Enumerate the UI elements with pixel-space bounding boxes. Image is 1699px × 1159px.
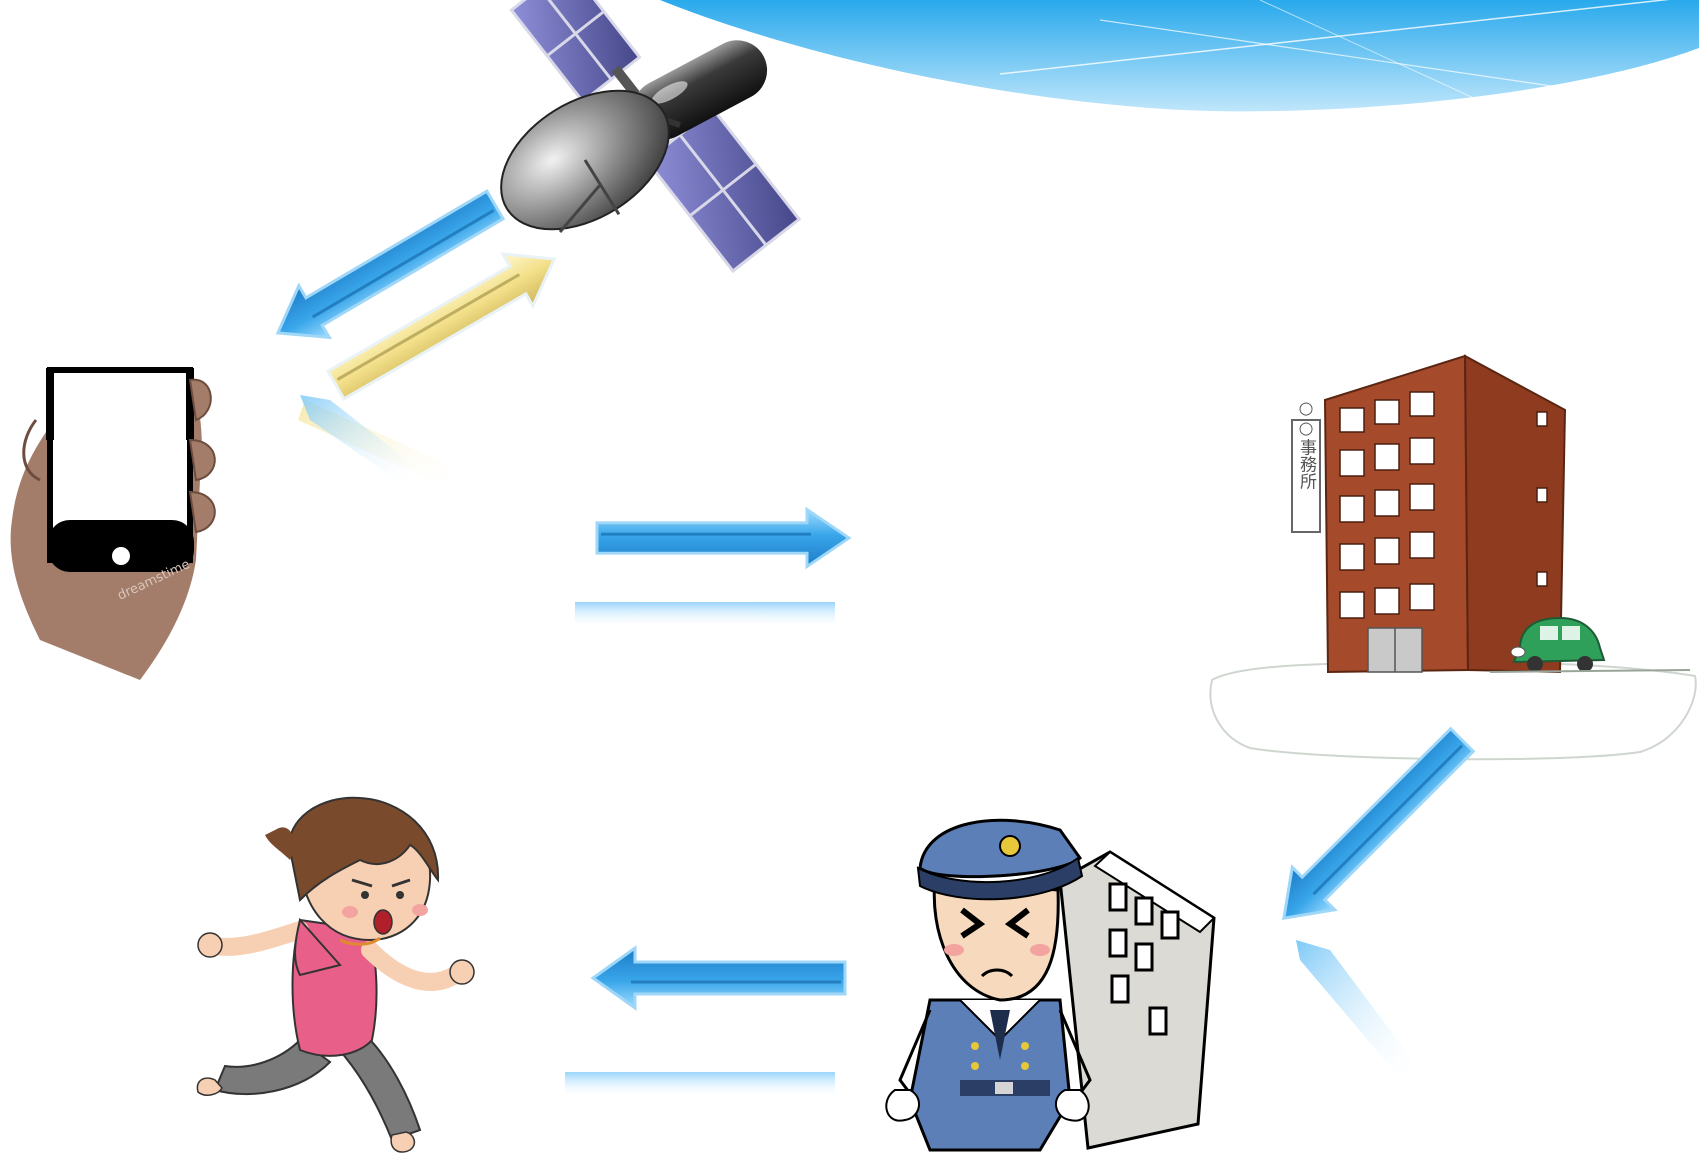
arrow-reflection bbox=[1296, 940, 1420, 1078]
running-woman-icon bbox=[197, 798, 474, 1152]
arrow-reflection bbox=[575, 602, 835, 628]
arrow-satellite-to-phone bbox=[263, 179, 511, 359]
arrow-phone-to-satellite bbox=[321, 233, 569, 411]
header-banner bbox=[660, 0, 1699, 111]
smartphone-in-hand-icon: dreamstime bbox=[11, 368, 215, 680]
office-building-icon: ○○事務所 bbox=[1210, 356, 1695, 759]
arrow-police-to-victim bbox=[593, 948, 845, 1008]
arrow-phone-to-office bbox=[597, 510, 849, 567]
police-officer-icon bbox=[886, 820, 1214, 1150]
building-sign: ○○事務所 bbox=[1296, 399, 1317, 490]
arrow-reflection bbox=[565, 1072, 835, 1098]
satellite-icon bbox=[476, 0, 799, 280]
arrow-reflection bbox=[298, 395, 460, 490]
